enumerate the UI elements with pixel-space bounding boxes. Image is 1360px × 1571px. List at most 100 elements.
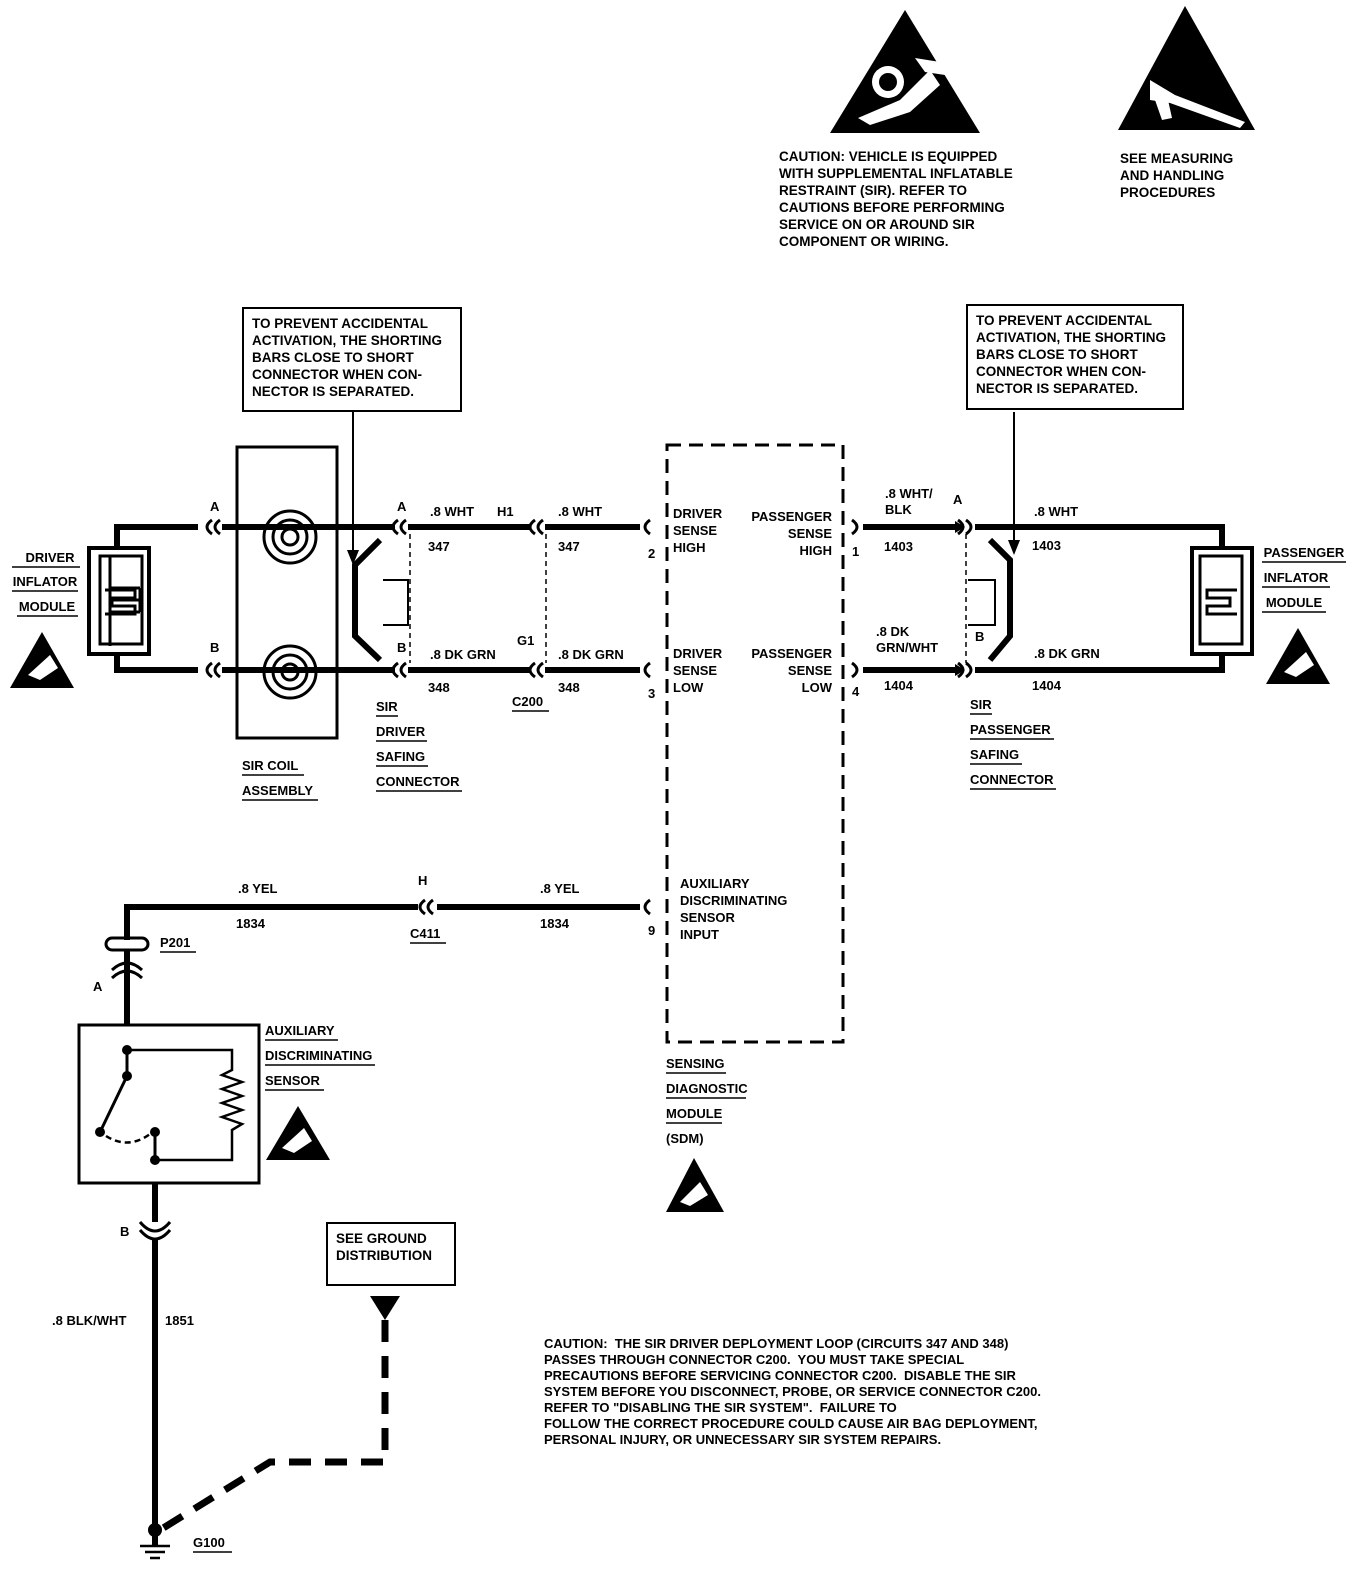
wire-1834-circuit: 1834 (236, 916, 266, 931)
passenger-inflator-label-3: MODULE (1266, 595, 1323, 610)
wire-1403-color-2: BLK (885, 502, 912, 517)
passenger-safing-label-1: SIR (970, 697, 992, 712)
esd-caution-icon (1118, 6, 1255, 130)
aux-input-4: INPUT (680, 927, 719, 942)
sir-coil-label-1: SIR COIL (242, 758, 298, 773)
pin-a-driver-safing: A (397, 499, 407, 514)
sdm-module-box (665, 443, 845, 1044)
pin-4: 4 (852, 684, 860, 699)
pin-h: H (418, 873, 427, 888)
passenger-inflator-module (1190, 546, 1254, 656)
aux-sensor-label-3: SENSOR (265, 1073, 321, 1088)
aux-input-1: AUXILIARY (680, 876, 750, 891)
passenger-high-3: HIGH (800, 543, 833, 558)
driver-high-1: DRIVER (673, 506, 723, 521)
auxiliary-discriminating-sensor (77, 1023, 261, 1185)
wire-1403-circuit: 1403 (884, 539, 913, 554)
passenger-low-2: SENSE (788, 663, 832, 678)
driver-inflator-module (87, 546, 151, 656)
passenger-safing-label-3: SAFING (970, 747, 1019, 762)
pin-b-coil: B (210, 640, 219, 655)
wire-347-circuit: 347 (428, 539, 450, 554)
sdm-label-2: DIAGNOSTIC (666, 1081, 748, 1096)
pin-b-driver-safing: B (397, 640, 406, 655)
ground-g100: G100 (193, 1535, 225, 1550)
wire-1403-right-color: .8 WHT (1034, 504, 1078, 519)
driver-safing-label-2: DRIVER (376, 724, 426, 739)
sir-coil-label-2: ASSEMBLY (242, 783, 313, 798)
pin-1: 1 (852, 544, 859, 559)
wire-1851-circuit: 1851 (165, 1313, 194, 1328)
aux-sensor-esd-icon (266, 1106, 330, 1160)
wire-348-color-2: .8 DK GRN (558, 647, 624, 662)
sdm-esd-icon (666, 1158, 724, 1212)
aux-input-2: DISCRIMINATING (680, 893, 787, 908)
wire-347-color-2: .8 WHT (558, 504, 602, 519)
driver-inflator-label-2: INFLATOR (13, 574, 78, 589)
driver-safing-label-3: SAFING (376, 749, 425, 764)
pin-b-passenger-safing: B (975, 629, 984, 644)
passenger-low-1: PASSENGER (751, 646, 832, 661)
wire-1834-color: .8 YEL (238, 881, 278, 896)
aux-input-3: SENSOR (680, 910, 736, 925)
pin-a-passenger-safing: A (953, 492, 963, 507)
driver-low-2: SENSE (673, 663, 717, 678)
wire-1834-circuit-2: 1834 (540, 916, 570, 931)
connector-c411: C411 (410, 926, 440, 941)
ground-distribution-note: SEE GROUND DISTRIBUTION (326, 1222, 456, 1286)
driver-safing-label-1: SIR (376, 699, 398, 714)
wire-348-color: .8 DK GRN (430, 647, 496, 662)
driver-inflator-esd-icon (10, 632, 74, 688)
passenger-safing-label-4: CONNECTOR (970, 772, 1054, 787)
ground-g100-symbol (140, 1523, 170, 1560)
pin-3: 3 (648, 686, 655, 701)
airbag-caution-icon (830, 10, 980, 133)
wire-347-circuit-2: 347 (558, 539, 580, 554)
sir-coil-assembly (235, 445, 339, 740)
passenger-inflator-label-1: PASSENGER (1264, 545, 1345, 560)
sir-caution-note: CAUTION: VEHICLE IS EQUIPPED WITH SUPPLE… (779, 149, 1013, 249)
pin-9: 9 (648, 923, 655, 938)
passenger-low-3: LOW (802, 680, 833, 695)
pin-2: 2 (648, 546, 655, 561)
sdm-label-1: SENSING (666, 1056, 725, 1071)
footer-caution: CAUTION: THE SIR DRIVER DEPLOYMENT LOOP … (544, 1336, 1041, 1447)
driver-inflator-label-1: DRIVER (25, 550, 75, 565)
wire-348-circuit: 348 (428, 680, 450, 695)
wire-347-color: .8 WHT (430, 504, 474, 519)
wire-348-circuit-2: 348 (558, 680, 580, 695)
driver-low-1: DRIVER (673, 646, 723, 661)
aux-sensor-label-1: AUXILIARY (265, 1023, 335, 1038)
driver-low-3: LOW (673, 680, 704, 695)
esd-handling-note: SEE MEASURING AND HANDLING PROCEDURES (1120, 151, 1234, 200)
wire-1404-circuit: 1404 (884, 678, 914, 693)
connector-p201: P201 (160, 935, 190, 950)
passenger-shorting-bar-note: TO PREVENT ACCIDENTAL ACTIVATION, THE SH… (966, 304, 1184, 410)
pin-a-p201: A (93, 979, 103, 994)
passenger-high-1: PASSENGER (751, 509, 832, 524)
aux-sensor-label-2: DISCRIMINATING (265, 1048, 372, 1063)
wire-1404-color-1: .8 DK (876, 624, 910, 639)
driver-shorting-bar-note: TO PREVENT ACCIDENTAL ACTIVATION, THE SH… (242, 307, 462, 412)
pin-g1: G1 (517, 633, 534, 648)
wire-1404-right-color: .8 DK GRN (1034, 646, 1100, 661)
wire-1851-color: .8 BLK/WHT (52, 1313, 126, 1328)
pin-a-coil: A (210, 499, 220, 514)
passenger-high-2: SENSE (788, 526, 832, 541)
wire-1403-right-circuit: 1403 (1032, 538, 1061, 553)
pin-h1: H1 (497, 504, 514, 519)
driver-high-2: SENSE (673, 523, 717, 538)
driver-high-3: HIGH (673, 540, 706, 555)
sdm-label-3: MODULE (666, 1106, 723, 1121)
passenger-inflator-esd-icon (1266, 628, 1330, 684)
wire-1404-color-2: GRN/WHT (876, 640, 938, 655)
wire-1403-color-1: .8 WHT/ (885, 486, 933, 501)
pin-b-aux: B (120, 1224, 129, 1239)
driver-safing-label-4: CONNECTOR (376, 774, 460, 789)
connector-c200: C200 (512, 694, 543, 709)
passenger-inflator-label-2: INFLATOR (1264, 570, 1329, 585)
driver-inflator-label-3: MODULE (19, 599, 76, 614)
wire-1404-right-circuit: 1404 (1032, 678, 1062, 693)
